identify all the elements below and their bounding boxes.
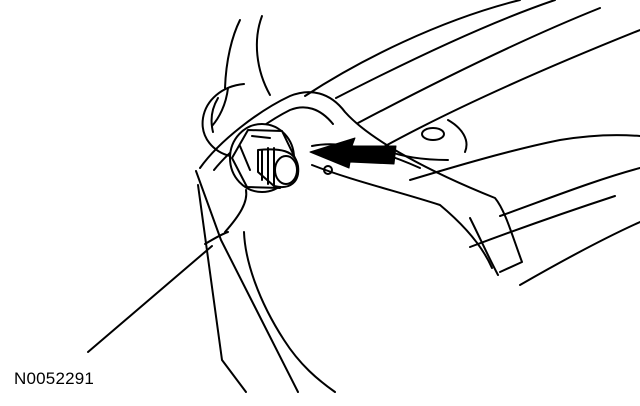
frame-member xyxy=(211,0,640,151)
diagonal-brace xyxy=(87,231,229,353)
bracket-rivet xyxy=(323,165,333,175)
figure-id-label: N0052291 xyxy=(14,369,95,388)
mounting-nut xyxy=(229,123,300,193)
axle-boss xyxy=(201,83,245,157)
callout-arrow xyxy=(309,137,397,169)
stud-end xyxy=(274,155,298,185)
lower-frame-panel xyxy=(384,119,640,286)
frame-hole xyxy=(421,127,445,141)
